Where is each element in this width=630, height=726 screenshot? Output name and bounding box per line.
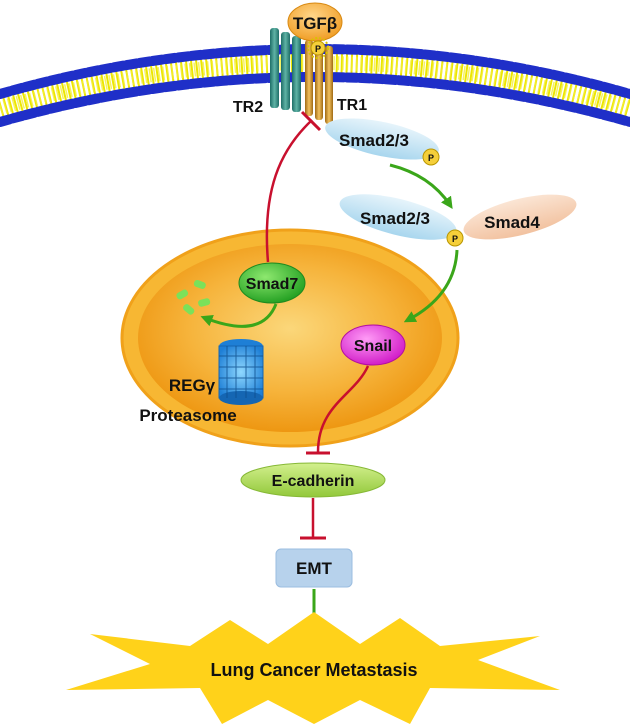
- metastasis-label: Lung Cancer Metastasis: [210, 660, 417, 680]
- proteasome-label: Proteasome: [139, 406, 236, 425]
- receptor-tr2: [270, 28, 301, 112]
- snail-label: Snail: [354, 338, 392, 355]
- receptor-phospho-badge: P: [307, 37, 329, 59]
- smad23-phospho-badge: P: [422, 148, 440, 166]
- ecadherin-label: E-cadherin: [272, 473, 355, 490]
- inhibit-snail-ecadherin: [306, 365, 370, 455]
- complex-phospho-badge: P: [446, 229, 464, 247]
- smad4-label: Smad4: [484, 213, 540, 232]
- smad23-complex-label: Smad2/3: [360, 209, 430, 228]
- proteasome-icon: [218, 339, 264, 405]
- smad7-oval: Smad7: [238, 262, 306, 304]
- emt-box: EMT: [275, 548, 353, 588]
- tgfb-ligand: TGFβ: [287, 2, 343, 42]
- arrow-smad7-degradation: [200, 303, 278, 328]
- receptor-phospho-label: P: [315, 44, 321, 54]
- complex-phospho-label: P: [452, 234, 458, 244]
- emt-label: EMT: [296, 559, 333, 578]
- smad23-oval: Smad2/3: [325, 118, 439, 160]
- receptor-tr1: [305, 40, 333, 124]
- smad7-label: Smad7: [246, 276, 299, 293]
- smad-complex: Smad2/3 Smad4: [339, 194, 577, 240]
- tgfb-label: TGFβ: [293, 14, 337, 33]
- inhibit-ecadherin-emt: [300, 498, 326, 540]
- snail-oval: Snail: [340, 324, 406, 366]
- ecadherin-oval: E-cadherin: [240, 462, 386, 498]
- regy-label: REGγ: [169, 376, 216, 395]
- smad7-fragments: [176, 279, 211, 315]
- smad23-phospho-label: P: [428, 153, 434, 163]
- tr2-label: TR2: [233, 99, 263, 116]
- arrow-smad23-to-complex: [389, 163, 453, 209]
- inhibit-smad7-receptor: [265, 110, 322, 263]
- smad23-label: Smad2/3: [339, 131, 409, 150]
- tr1-label: TR1: [337, 97, 367, 114]
- metastasis-burst: Lung Cancer Metastasis: [66, 612, 560, 724]
- arrow-complex-to-snail: [403, 249, 459, 323]
- nucleus: [120, 228, 460, 448]
